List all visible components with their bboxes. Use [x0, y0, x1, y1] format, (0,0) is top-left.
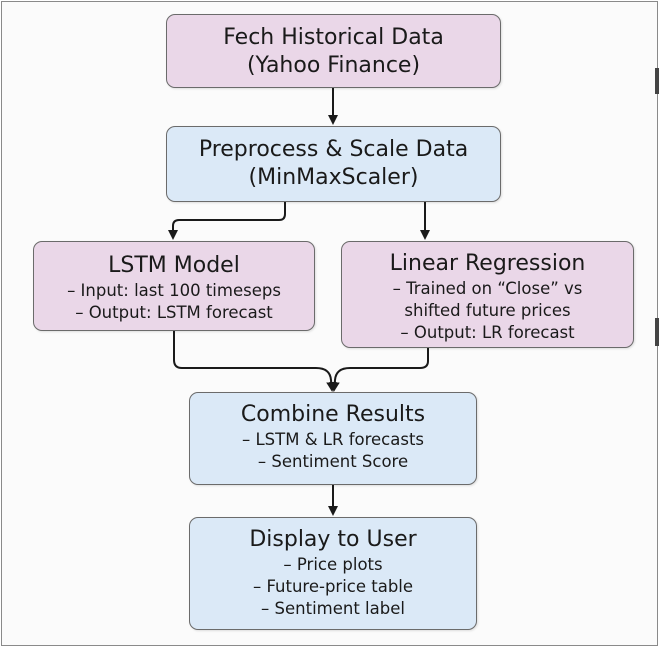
preprocess-node: Preprocess & Scale Data (MinMaxScaler) — [166, 126, 501, 202]
combine-results-item: – LSTM & LR forecasts — [241, 430, 425, 449]
combine-results-item: – Sentiment Score — [257, 452, 409, 471]
lstm-model-item: – Output: LSTM forecast — [75, 303, 273, 322]
combine-results-items: – LSTM & LR forecasts – Sentiment Score — [190, 429, 476, 473]
display-to-user-items: – Price plots – Future-price table – Sen… — [190, 554, 476, 620]
linear-regression-item: – Output: LR forecast — [400, 323, 575, 342]
display-to-user-item: – Sentiment label — [261, 599, 405, 618]
linear-regression-item: – Trained on “Close” vs — [392, 279, 583, 298]
display-to-user-item: – Future-price table — [252, 577, 414, 596]
lstm-model-node: LSTM Model – Input: last 100 timeseps – … — [33, 241, 315, 331]
lstm-model-item: – Input: last 100 timeseps — [67, 281, 281, 300]
combine-results-title: Combine Results — [240, 402, 426, 427]
edge-mark — [655, 318, 659, 346]
edge-mark — [655, 68, 659, 94]
linear-regression-node: Linear Regression – Trained on “Close” v… — [341, 241, 634, 348]
linear-regression-items: – Trained on “Close” vs shifted future p… — [342, 278, 633, 344]
fetch-data-node: Fech Historical Data (Yahoo Finance) — [166, 14, 501, 88]
linear-regression-item: shifted future prices — [404, 301, 571, 320]
preprocess-title-line1: Preprocess & Scale Data — [198, 137, 469, 162]
preprocess-title-line2: (MinMaxScaler) — [248, 165, 419, 190]
lstm-model-title: LSTM Model — [108, 253, 240, 278]
display-to-user-title: Display to User — [249, 527, 417, 552]
display-to-user-node: Display to User – Price plots – Future-p… — [189, 517, 477, 630]
display-to-user-item: – Price plots — [283, 555, 383, 574]
linear-regression-title: Linear Regression — [389, 251, 586, 276]
combine-results-node: Combine Results – LSTM & LR forecasts – … — [189, 392, 477, 485]
fetch-data-title-line1: Fech Historical Data — [223, 25, 444, 50]
lstm-model-items: – Input: last 100 timeseps – Output: LST… — [34, 280, 314, 324]
fetch-data-title-line2: (Yahoo Finance) — [246, 53, 421, 78]
